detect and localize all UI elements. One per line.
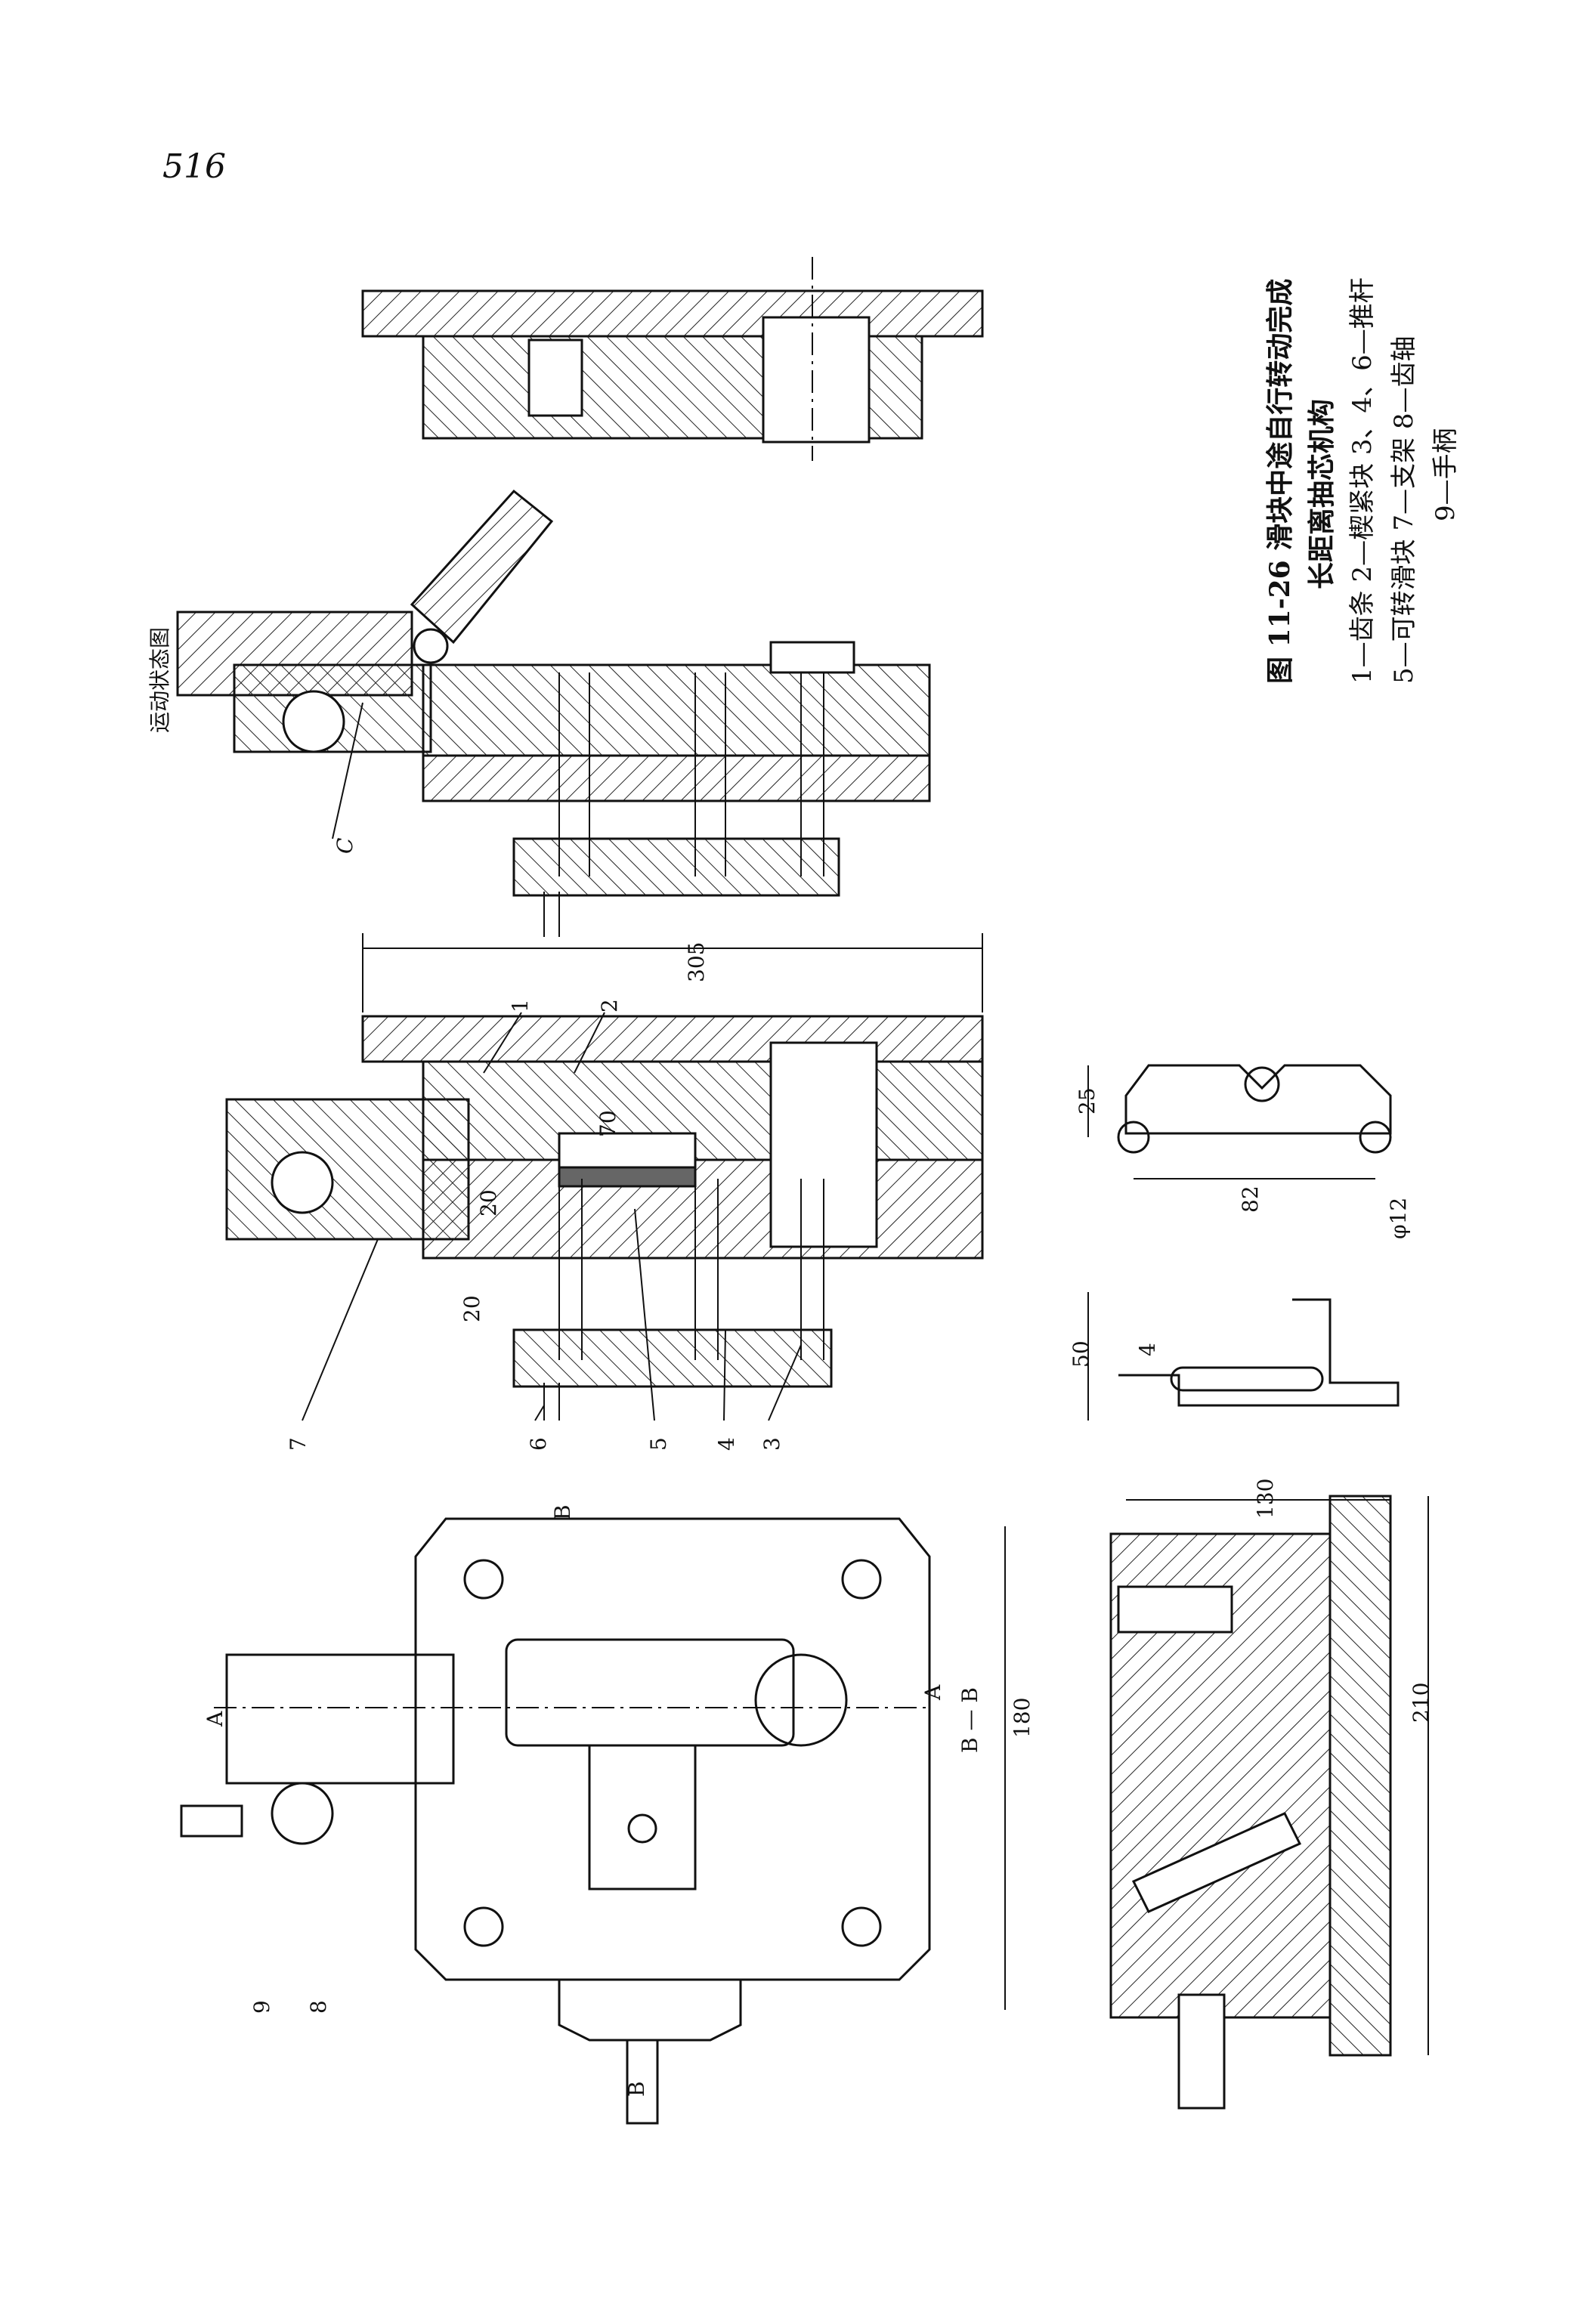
- part-label-6: 6: [526, 1437, 551, 1451]
- dimension-4: 4: [1135, 1343, 1160, 1356]
- section-b-top-label: B: [550, 1504, 575, 1520]
- dimension-305: 305: [684, 941, 709, 982]
- detail-c-label: C: [332, 837, 357, 854]
- motion-state-label: 运动状态图: [147, 626, 172, 733]
- bracket-top-view: [1087, 1064, 1392, 1179]
- figure-legend-line3: 9—手柄: [1431, 428, 1461, 521]
- dimension-20-a: 20: [476, 1189, 501, 1217]
- section-bb-label: B — B: [957, 1687, 982, 1753]
- part-label-4: 4: [714, 1437, 739, 1451]
- part-label-8: 8: [306, 2000, 331, 2014]
- part-label-3: 3: [759, 1437, 784, 1451]
- motion-state-view: [176, 489, 931, 937]
- part-label-9: 9: [249, 2000, 274, 2014]
- dimension-25: 25: [1075, 1087, 1100, 1114]
- dimension-phi12: φ12: [1386, 1197, 1411, 1239]
- dimension-82: 82: [1238, 1186, 1263, 1213]
- section-bb-view: [1004, 1495, 1429, 2110]
- dimension-130: 130: [1253, 1478, 1278, 1519]
- dimension-50: 50: [1069, 1340, 1093, 1368]
- part-label-1: 1: [508, 999, 533, 1012]
- top-section-view: [361, 257, 984, 461]
- plan-view: [180, 1517, 931, 2125]
- part-label-5: 5: [646, 1437, 671, 1451]
- dimension-180: 180: [1010, 1697, 1035, 1738]
- dimension-20-b: 20: [459, 1295, 484, 1322]
- figure-title-line2: 长距离抽芯机构: [1306, 398, 1338, 589]
- part-label-7: 7: [286, 1437, 311, 1451]
- part-label-2: 2: [597, 999, 622, 1012]
- section-a-left-label: A: [203, 1711, 227, 1727]
- dimension-210: 210: [1409, 1682, 1434, 1723]
- main-section-view: [225, 1012, 984, 1421]
- dimension-305-line: [362, 933, 983, 1012]
- figure-legend-line2: 5—可转滑块 7—支架 8—齿轴: [1389, 335, 1419, 684]
- section-a-right-label: A: [920, 1684, 945, 1700]
- bracket-side-view: [1087, 1292, 1400, 1421]
- section-b-bottom-label: B: [624, 2081, 649, 2097]
- dimension-70: 70: [595, 1110, 620, 1137]
- figure-legend-line1: 1—齿条 2—楔紧块 3、4、6—推杆: [1347, 277, 1378, 684]
- figure-title-line1: 图 11-26 滑块中途自行转动完成: [1264, 278, 1296, 684]
- page-number: 516: [162, 147, 226, 186]
